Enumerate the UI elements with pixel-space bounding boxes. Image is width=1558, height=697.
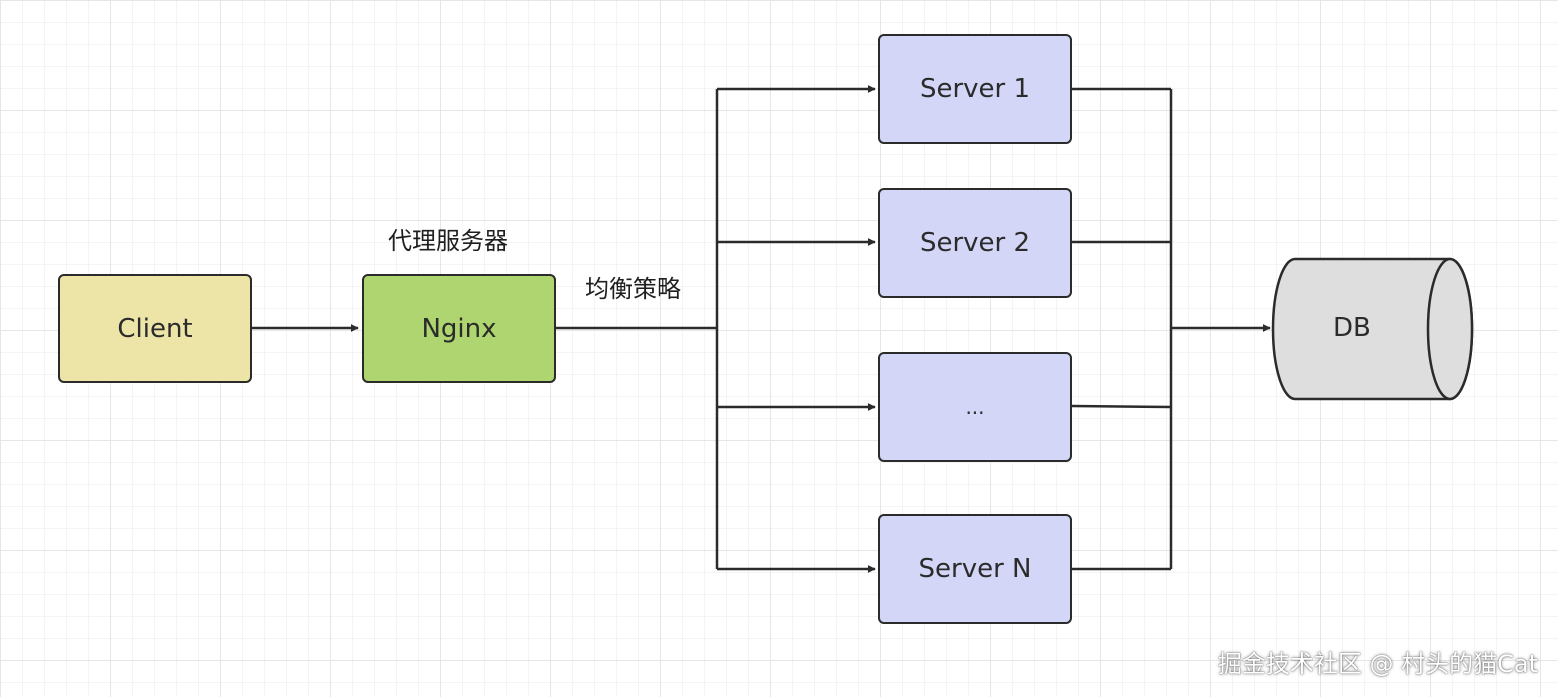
balance-strategy-label: 均衡策略 — [585, 275, 681, 303]
server-2-label: Server 2 — [919, 228, 1031, 258]
server-1-label: Server 1 — [919, 74, 1031, 104]
edge-server-ellipsis-bus — [1071, 404, 1172, 409]
server-ellipsis-label: ... — [965, 395, 985, 419]
server-ellipsis-node[interactable]: ... — [878, 352, 1072, 462]
db-label: DB — [1333, 313, 1371, 343]
watermark: 掘金技术社区 @ 村头的猫Cat — [1217, 650, 1538, 678]
proxy-server-label: 代理服务器 — [388, 227, 508, 255]
server-n-label: Server N — [918, 554, 1032, 584]
server-n-node[interactable]: Server N — [878, 514, 1072, 624]
db-cylinder — [1271, 257, 1474, 401]
client-label: Client — [117, 313, 193, 344]
client-node[interactable]: Client — [58, 274, 252, 383]
nginx-label: Nginx — [421, 313, 497, 344]
server-2-node[interactable]: Server 2 — [878, 188, 1072, 298]
nginx-node[interactable]: Nginx — [362, 274, 556, 383]
server-1-node[interactable]: Server 1 — [878, 34, 1072, 144]
